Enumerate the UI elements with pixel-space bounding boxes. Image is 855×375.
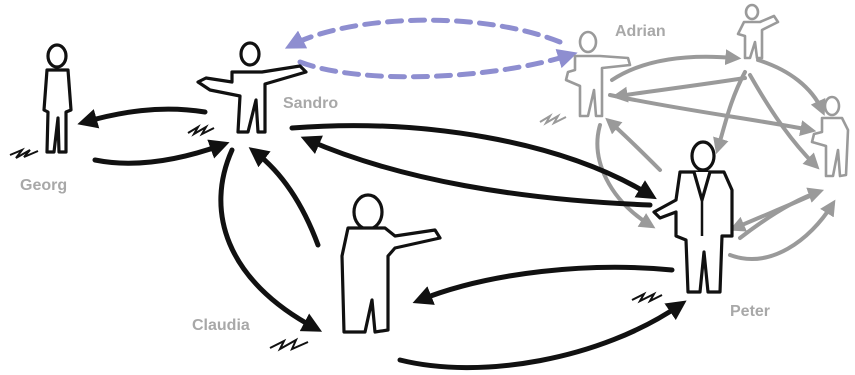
label-peter: Peter [730,303,770,320]
person-right [812,97,848,176]
arrow-sandro-to-claudia [221,150,315,328]
person-icon [10,45,71,158]
person-georg [10,45,71,158]
person-claudia [270,195,440,349]
arrow-claudia-to-peter [400,305,680,368]
arrow-adrian-to-peter [597,125,650,225]
arrow-claudia-to-sandro [255,152,318,245]
person-sandro [188,43,306,134]
person-topright [738,5,778,58]
weak-link-sandro-adrian [292,20,570,77]
arrow-peter-to-adrian [610,122,660,170]
arrow-sandro-to-georg [85,109,205,122]
label-georg: Georg [20,177,67,194]
person-pointing-icon [188,43,306,134]
arrow-topright-to-adrian [618,78,745,96]
arrow-georg-to-sandro [95,145,222,163]
person-pointing-icon [270,195,440,349]
arrow-adrian-to-right [610,95,810,130]
dashed-arrow-sandro-to-adrian [300,55,570,77]
person-grey-icon [812,97,848,176]
arrow-peter-to-claudia [420,267,672,300]
label-sandro: Sandro [283,95,338,112]
person-grey-icon [738,5,778,58]
label-claudia: Claudia [192,317,250,334]
label-adrian: Adrian [615,23,666,40]
dashed-arrow-adrian-to-sandro [292,20,560,45]
arrow-adrian-to-topright [612,57,735,80]
